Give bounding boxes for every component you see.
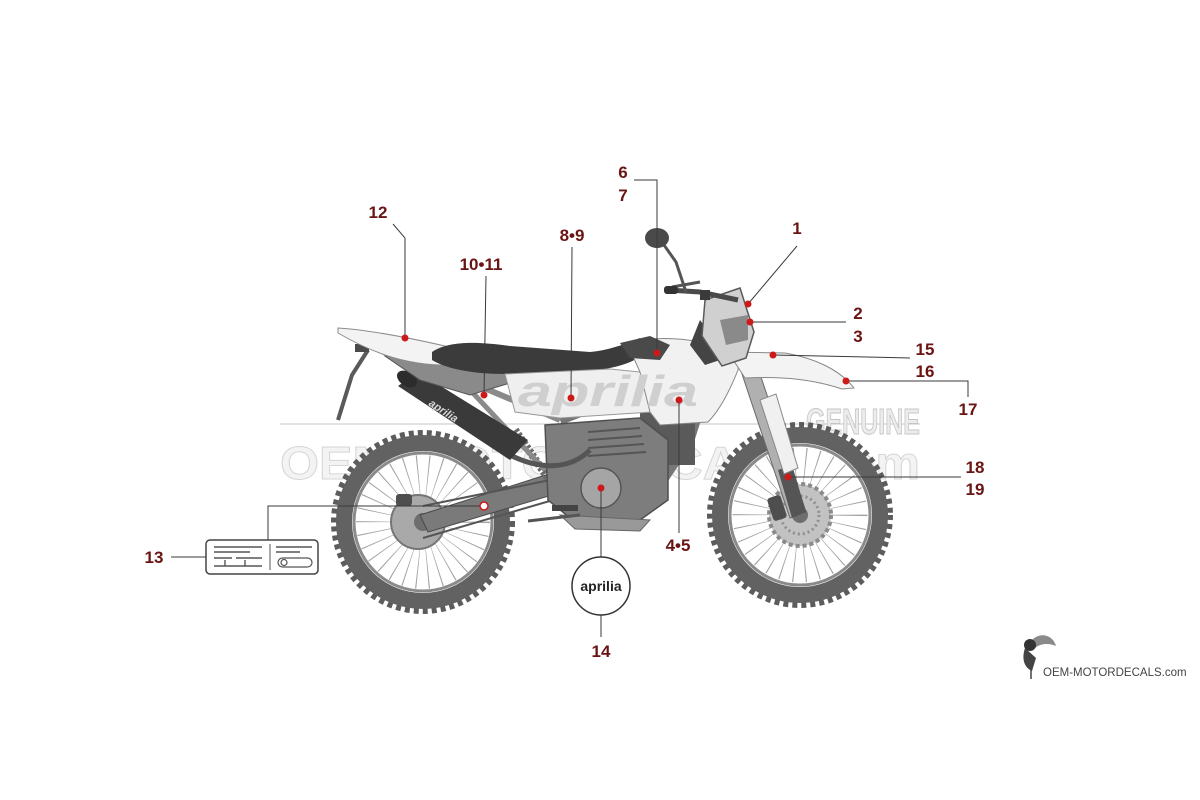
leader-line-12 — [392, 223, 406, 338]
label-decal-outline — [205, 539, 319, 575]
marker-1 — [744, 300, 752, 308]
tail-light — [355, 344, 369, 352]
engine — [508, 417, 669, 532]
callout-16: 16 — [916, 362, 935, 381]
watermark-genuine: GENUINE — [806, 401, 920, 442]
motorcycle-illustration: aprilia aprilia — [331, 228, 893, 614]
front-brake-caliper — [767, 495, 787, 521]
callout-15: 15 — [916, 340, 935, 359]
marker-12 — [401, 334, 409, 342]
leader-line-6-7 — [634, 179, 658, 353]
rear-wheel — [331, 430, 515, 614]
badge-circle — [571, 556, 631, 616]
logo-text: OEM-MOTORDECALS.com — [1043, 667, 1187, 679]
seat — [432, 338, 650, 374]
side-panel-lettering: aprilia — [518, 367, 698, 416]
leader-line-13-part — [267, 505, 480, 540]
callout-2: 2 — [853, 304, 862, 323]
callout-labels: 1 2 3 4•5 6 7 8•9 10•11 12 13 14 15 16 1… — [145, 163, 985, 661]
cylinder-fins — [587, 427, 647, 457]
chain-lower — [422, 497, 561, 539]
steering-head-cover — [690, 320, 720, 365]
fork-guard — [759, 393, 799, 475]
toucan-head — [1024, 639, 1036, 651]
leader-line-17 — [846, 380, 969, 397]
toucan-body — [1023, 648, 1036, 671]
leader-line-1 — [747, 245, 798, 305]
callout-17: 17 — [959, 400, 978, 419]
site-logo: OEM-MOTORDECALS.com — [1023, 635, 1187, 679]
rear-tire — [336, 435, 510, 609]
callout-markers — [401, 300, 850, 511]
front-wheel — [707, 422, 893, 608]
license-plate-bracket — [336, 348, 370, 421]
front-spokes — [732, 447, 868, 583]
callout-18: 18 — [966, 458, 985, 477]
callout-1: 1 — [792, 219, 801, 238]
marker-15-16 — [769, 351, 777, 359]
chain-upper — [422, 477, 561, 507]
leader-line-15-16 — [772, 354, 911, 359]
marker-6-7 — [653, 349, 661, 357]
label-decal-text-lines-left — [214, 546, 262, 567]
rear-brake-caliper — [396, 494, 412, 506]
marker-2-3 — [746, 318, 754, 326]
callout-14: 14 — [592, 642, 611, 661]
callout-13: 13 — [145, 548, 164, 567]
exhaust-muffler — [398, 372, 528, 460]
marker-13 — [479, 501, 489, 511]
headlight-lens — [720, 315, 748, 345]
callout-8-9: 8•9 — [560, 226, 585, 245]
label-decal-chain-circle — [280, 558, 288, 567]
leader-line-10-11 — [483, 275, 487, 396]
marker-14 — [597, 484, 605, 492]
callout-3: 3 — [853, 327, 862, 346]
rear-tire-knobs — [331, 430, 515, 614]
part-13-label-decal — [205, 539, 319, 575]
label-decal-text-lines-right — [276, 546, 312, 553]
callout-12: 12 — [369, 203, 388, 222]
callout-4-5: 4•5 — [666, 536, 691, 555]
callout-7: 7 — [618, 186, 627, 205]
leader-line-8-9 — [570, 246, 573, 399]
header-pipe — [508, 448, 592, 469]
front-disc-holes — [779, 494, 821, 536]
marker-18-19 — [784, 473, 792, 481]
marker-10-11 — [480, 391, 488, 399]
leader-lines — [171, 179, 969, 637]
footpeg — [552, 505, 578, 511]
clutch-lever — [671, 280, 701, 289]
handlebar-grip — [664, 286, 678, 294]
handlebar-clamp — [700, 290, 710, 300]
toucan-beak — [1031, 635, 1056, 648]
marker-17 — [842, 377, 850, 385]
brake-pedal — [527, 513, 581, 523]
label-decal-chain-pill — [277, 557, 313, 568]
mirror-stem — [662, 244, 688, 293]
front-tire-knobs — [707, 422, 893, 608]
front-fender — [727, 351, 855, 390]
callout-19: 19 — [966, 480, 985, 499]
badge-text: aprilia — [580, 578, 621, 594]
skid-plate — [558, 514, 652, 532]
toucan-icon — [1023, 635, 1056, 679]
part-14-badge: aprilia — [571, 556, 631, 616]
marker-4-5 — [675, 396, 683, 404]
callout-10-11: 10•11 — [460, 255, 503, 274]
marker-8-9 — [567, 394, 575, 402]
front-tire — [712, 427, 888, 603]
callout-6: 6 — [618, 163, 627, 182]
